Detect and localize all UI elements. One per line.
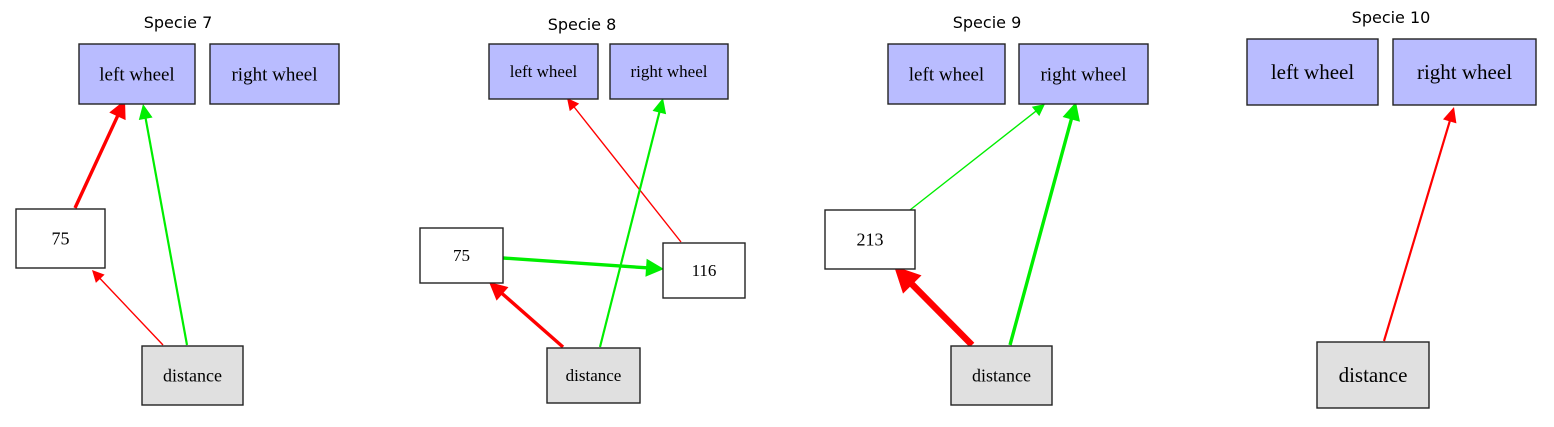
input-node-box bbox=[546, 347, 641, 404]
edge-arrowhead bbox=[645, 258, 664, 277]
node-label: left wheel bbox=[510, 62, 578, 81]
edge-line bbox=[500, 291, 565, 349]
edge-line bbox=[144, 117, 189, 346]
diagram-specie-8: Specie 8 left wheel right wheel 75 116 distan… bbox=[419, 15, 746, 404]
edge-arrowhead bbox=[1062, 102, 1080, 122]
node-left-wheel: left wheel bbox=[887, 43, 1006, 105]
edge-line bbox=[909, 110, 1037, 211]
edge-d-to-lw-positive bbox=[138, 104, 189, 346]
node-label: 116 bbox=[692, 261, 717, 280]
output-node-box bbox=[1246, 38, 1379, 106]
edge-arrowhead bbox=[92, 270, 105, 283]
edge-arrowhead bbox=[109, 100, 126, 121]
edge-arrowhead bbox=[138, 104, 153, 121]
node-right-wheel: right wheel bbox=[609, 43, 729, 100]
node-label: 75 bbox=[52, 228, 70, 248]
node-label: distance bbox=[163, 365, 222, 385]
output-node-box bbox=[1392, 38, 1537, 106]
nodes: left wheel right wheel 213 distance bbox=[824, 43, 1149, 406]
node-left-wheel: left wheel bbox=[78, 43, 196, 105]
input-node-box bbox=[1316, 341, 1430, 409]
node-label: left wheel bbox=[99, 64, 174, 85]
diagram-title: Specie 8 bbox=[548, 15, 617, 34]
edge-h116-to-lw-negative bbox=[567, 98, 682, 243]
node-label: left wheel bbox=[909, 64, 984, 85]
node-75: 75 bbox=[419, 227, 504, 284]
node-distance: distance bbox=[950, 345, 1053, 406]
hidden-node-box bbox=[662, 242, 746, 299]
edge-h213-to-rw-positive bbox=[909, 104, 1045, 211]
hidden-node-box bbox=[824, 209, 916, 270]
edge-line bbox=[73, 114, 120, 209]
edge-d-to-h75-negative bbox=[489, 282, 565, 349]
edge-arrowhead bbox=[1031, 104, 1045, 117]
node-label: distance bbox=[566, 366, 622, 385]
node-label: right wheel bbox=[1417, 60, 1512, 84]
edge-arrowhead bbox=[652, 98, 667, 115]
output-node-box bbox=[1018, 43, 1149, 105]
node-label: right wheel bbox=[1040, 64, 1126, 85]
node-right-wheel: right wheel bbox=[1392, 38, 1537, 106]
diagram-title: Specie 10 bbox=[1352, 8, 1431, 27]
node-label: distance bbox=[1339, 363, 1408, 387]
node-75: 75 bbox=[15, 208, 106, 269]
edge-h75-to-h116-positive bbox=[502, 256, 664, 277]
nodes: left wheel right wheel distance bbox=[1246, 38, 1537, 409]
nodes: left wheel right wheel 75 distance bbox=[15, 43, 340, 406]
output-node-box bbox=[209, 43, 340, 105]
node-distance: distance bbox=[546, 347, 641, 404]
edge-line bbox=[909, 281, 975, 348]
edge-arrowhead bbox=[489, 282, 509, 301]
node-label: distance bbox=[972, 365, 1031, 385]
output-node-box bbox=[609, 43, 729, 100]
node-label: right wheel bbox=[231, 64, 317, 85]
edge-line bbox=[502, 256, 648, 270]
node-left-wheel: left wheel bbox=[488, 43, 599, 100]
edge-arrowhead bbox=[894, 266, 922, 294]
node-right-wheel: right wheel bbox=[209, 43, 340, 105]
edge-line bbox=[1008, 117, 1074, 346]
edge-d-to-rw-positive bbox=[598, 98, 667, 348]
node-label: right wheel bbox=[631, 62, 708, 81]
edge-d-to-h75-negative bbox=[92, 270, 164, 346]
edge-line bbox=[573, 106, 682, 243]
output-node-box bbox=[887, 43, 1006, 105]
edges bbox=[73, 100, 189, 346]
edges bbox=[894, 102, 1080, 348]
output-node-box bbox=[488, 43, 599, 100]
node-213: 213 bbox=[824, 209, 916, 270]
edge-d-to-h213-negative bbox=[894, 266, 975, 348]
nodes: left wheel right wheel 75 116 distance bbox=[419, 43, 746, 404]
node-116: 116 bbox=[662, 242, 746, 299]
node-left-wheel: left wheel bbox=[1246, 38, 1379, 106]
edge-arrowhead bbox=[567, 98, 580, 112]
edges bbox=[489, 98, 682, 349]
edge-line bbox=[99, 277, 164, 346]
diagram-specie-9: Specie 9 left wheel right wheel 213 distance bbox=[824, 13, 1149, 406]
hidden-node-box bbox=[419, 227, 504, 284]
edge-line bbox=[598, 111, 661, 348]
node-right-wheel: right wheel bbox=[1018, 43, 1149, 105]
node-distance: distance bbox=[1316, 341, 1430, 409]
edge-arrowhead bbox=[1442, 107, 1457, 124]
edge-d-to-rw-positive bbox=[1008, 102, 1080, 346]
diagram-title: Specie 7 bbox=[144, 13, 213, 32]
edge-h75-to-lw-negative bbox=[73, 100, 126, 209]
input-node-box bbox=[950, 345, 1053, 406]
node-label: 213 bbox=[857, 229, 884, 249]
node-distance: distance bbox=[141, 345, 244, 406]
edge-line bbox=[1382, 120, 1452, 342]
edge-d-to-rw-negative bbox=[1382, 107, 1457, 342]
diagram-specie-7: Specie 7 left wheel right wheel 75 distance bbox=[15, 13, 340, 406]
input-node-box bbox=[141, 345, 244, 406]
output-node-box bbox=[78, 43, 196, 105]
edges bbox=[1382, 107, 1457, 342]
diagram-title: Specie 9 bbox=[953, 13, 1022, 32]
hidden-node-box bbox=[15, 208, 106, 269]
node-label: left wheel bbox=[1271, 60, 1355, 84]
node-label: 75 bbox=[453, 246, 470, 265]
diagram-specie-10: Specie 10 left wheel right wheel distance bbox=[1246, 8, 1537, 409]
